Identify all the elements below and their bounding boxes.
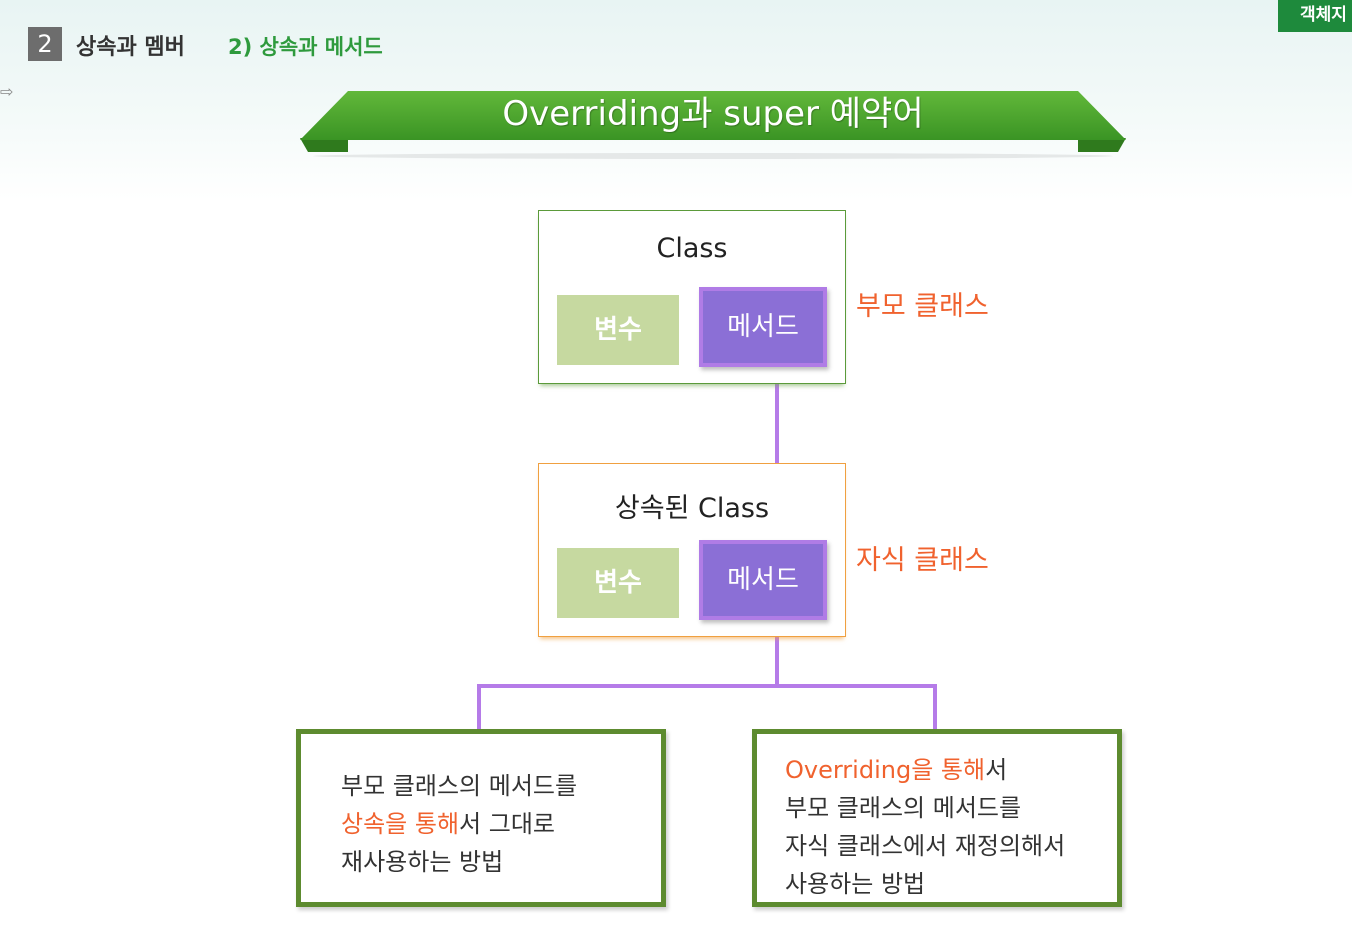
reuse-desc-line-3: 재사용하는 방법 — [341, 848, 504, 876]
corner-tab[interactable]: 객체지 — [1278, 0, 1352, 32]
reuse-desc-line-2: 상속을 통해서 그대로 — [341, 804, 555, 839]
chapter-number: 2 — [28, 27, 62, 61]
reuse-desc-line-2-rest: 서 그대로 — [459, 810, 555, 838]
reuse-description-box: 부모 클래스의 메서드를 상속을 통해서 그대로 재사용하는 방법 — [296, 729, 666, 907]
child-role-label: 자식 클래스 — [856, 545, 989, 576]
override-description-box: Overriding을 통해서 부모 클래스의 메서드를 자식 클래스에서 재정… — [752, 729, 1122, 907]
cursor-icon: ⇨ — [0, 82, 14, 101]
parent-method-box: 메서드 — [699, 287, 827, 367]
reuse-desc-highlight: 상속을 통해 — [341, 810, 460, 838]
banner-ribbon-shape — [300, 91, 1126, 159]
override-desc-line-2: 부모 클래스의 메서드를 — [785, 794, 1022, 822]
parent-class-title: Class — [656, 233, 728, 264]
override-desc-highlight: Overriding을 통해 — [785, 756, 986, 784]
override-desc-line-1-rest: 서 — [985, 756, 1008, 784]
parent-variable-box: 변수 — [557, 295, 679, 365]
left-branch-connector — [477, 624, 779, 730]
child-class-title: 상속된 Class — [614, 493, 770, 524]
override-desc-line-3: 자식 클래스에서 재정의해서 — [785, 832, 1066, 860]
parent-role-label: 부모 클래스 — [856, 291, 989, 322]
child-variable-box: 변수 — [557, 548, 679, 618]
chapter-title: 상속과 멤버 — [76, 35, 185, 60]
banner-title: Overriding과 super 예약어 — [502, 94, 924, 134]
override-desc-line-4: 사용하는 방법 — [785, 870, 926, 898]
reuse-desc-line-1: 부모 클래스의 메서드를 — [341, 772, 578, 800]
section-title: 2) 상속과 메서드 — [228, 35, 383, 59]
child-class-box: 상속된 Class 변수 메서드 — [538, 463, 846, 637]
right-branch-connector — [777, 684, 937, 730]
parent-class-box: Class 변수 메서드 — [538, 210, 846, 384]
override-desc-line-1: Overriding을 통해서 — [785, 750, 1007, 785]
child-method-box: 메서드 — [699, 540, 827, 620]
banner: Overriding과 super 예약어 — [288, 88, 1138, 160]
